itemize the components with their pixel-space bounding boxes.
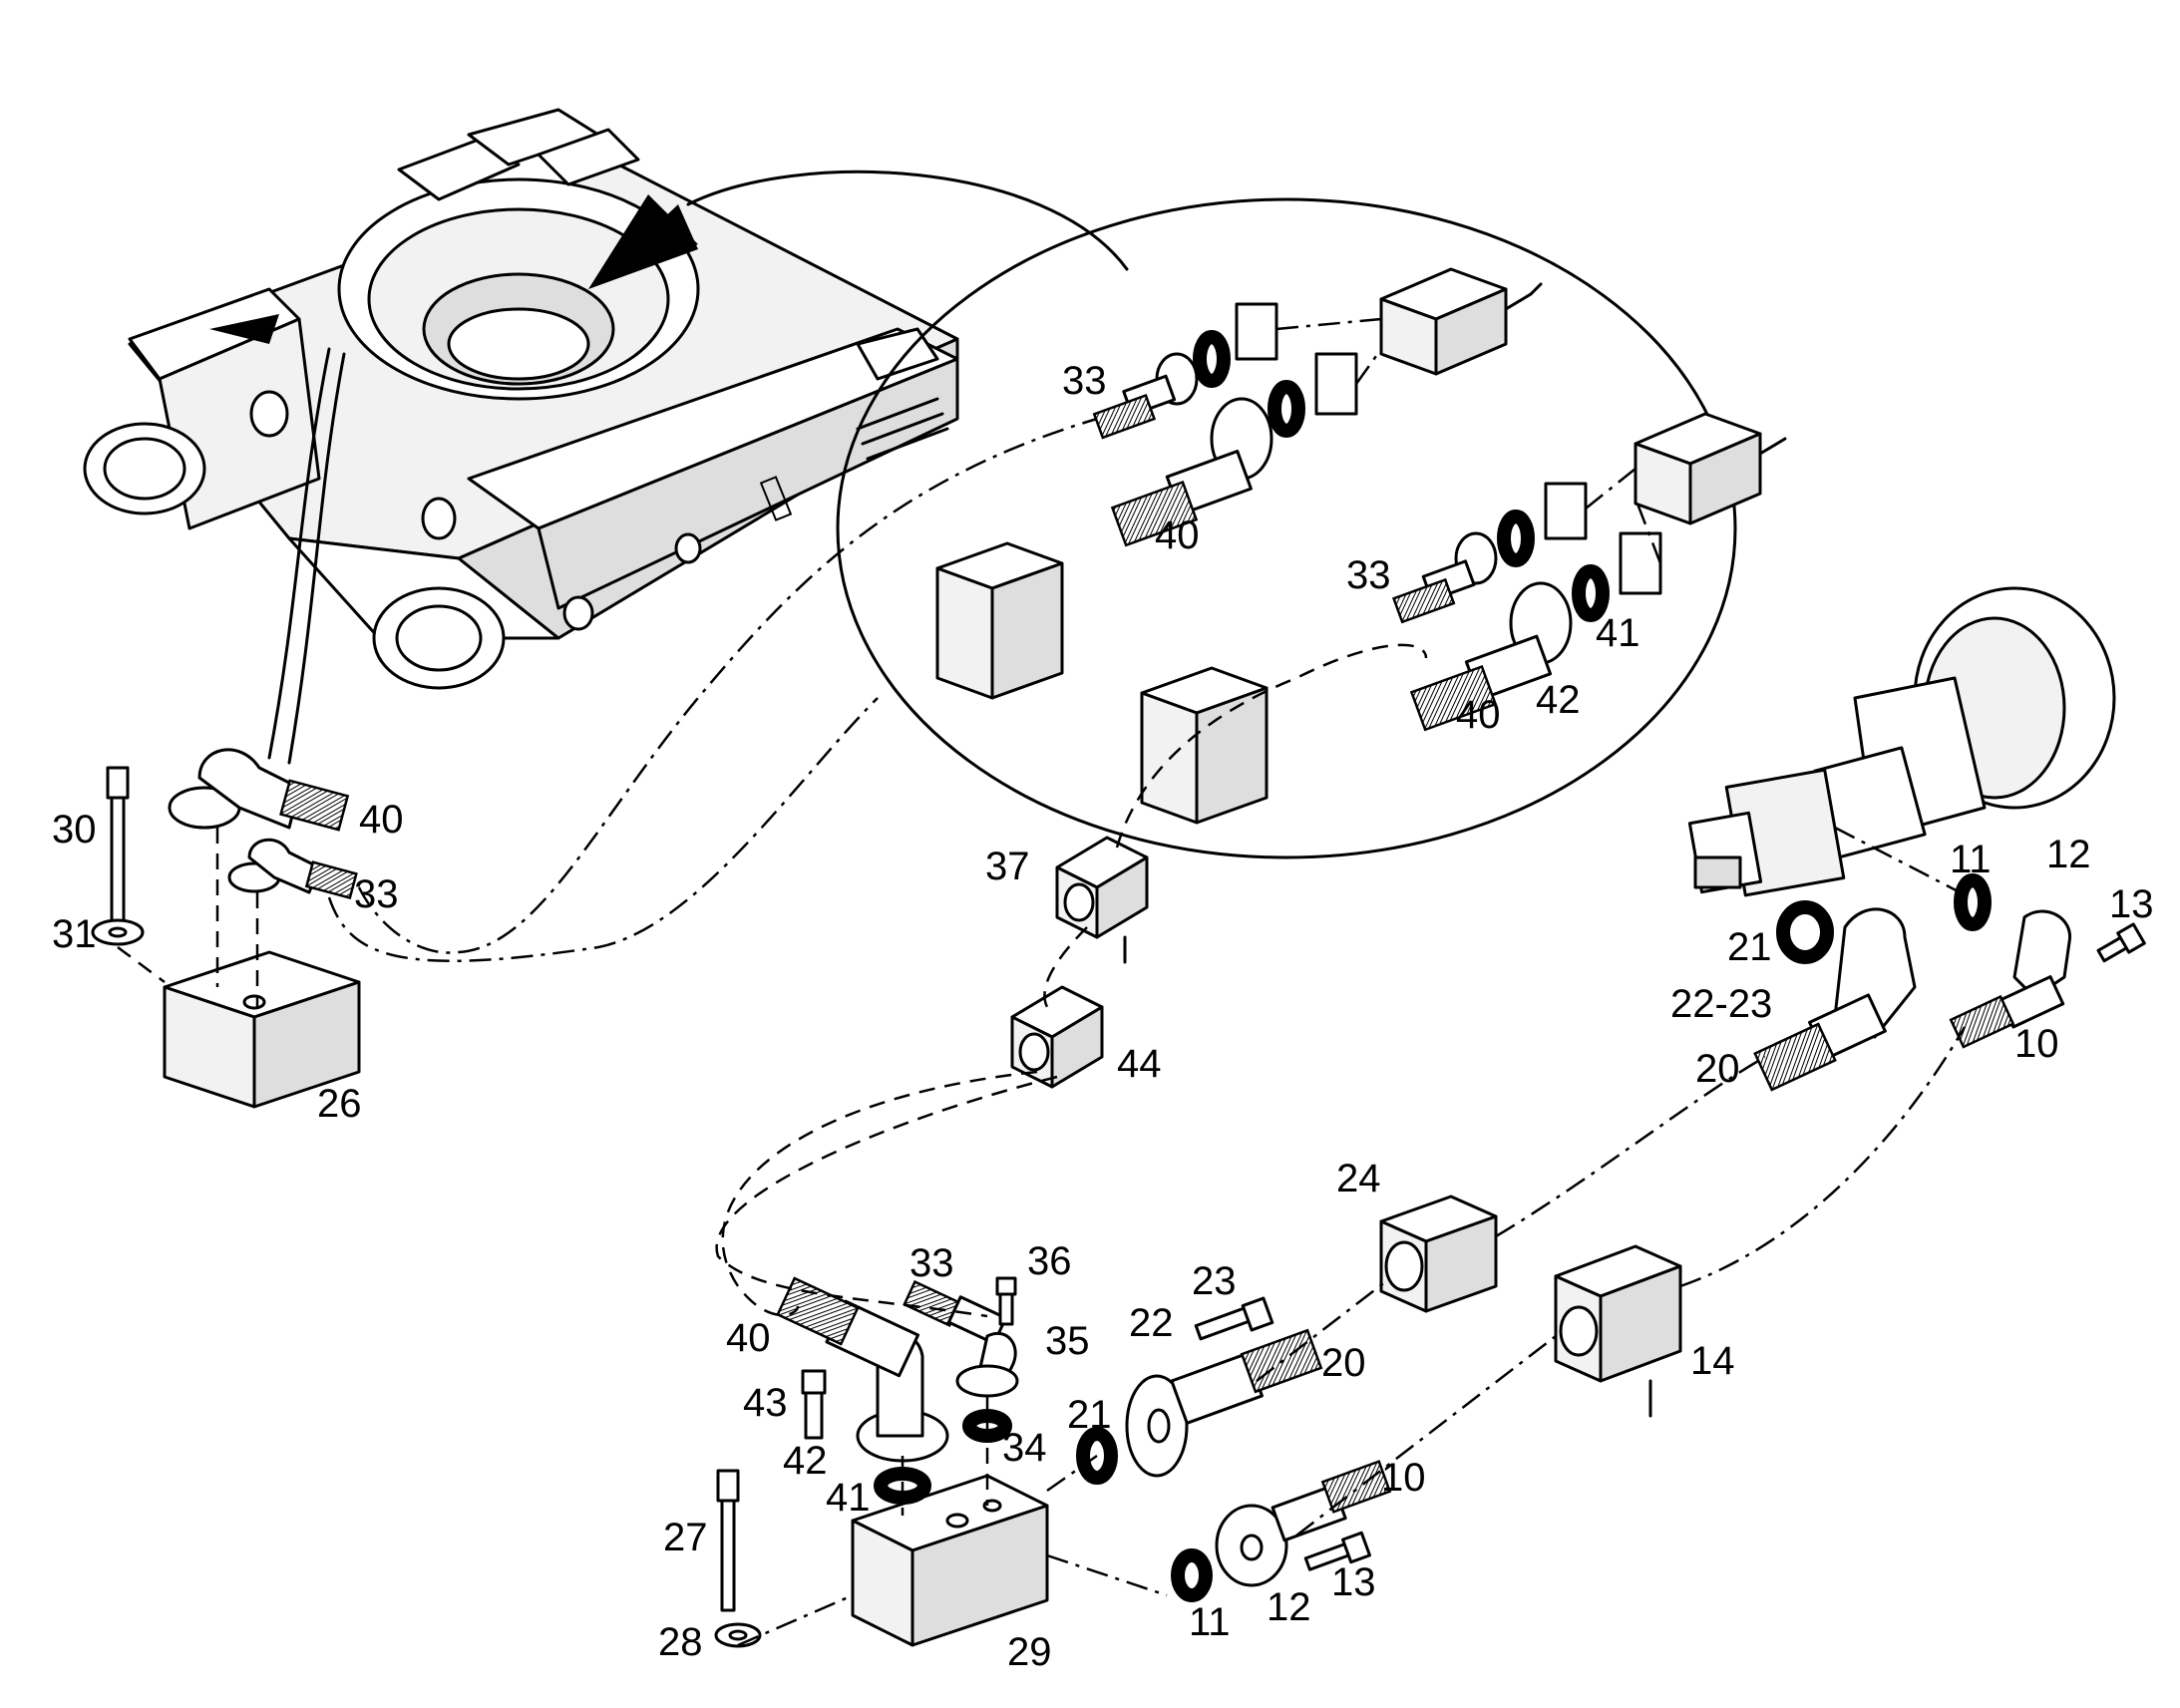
label-33: 33 xyxy=(1346,553,1391,597)
hose-10-bottom xyxy=(1271,1460,1392,1542)
label-20: 20 xyxy=(1321,1341,1366,1385)
label-42: 42 xyxy=(783,1439,828,1483)
elbow-hose-33-bottom xyxy=(903,1279,1019,1398)
label-40: 40 xyxy=(1155,513,1200,557)
label-13: 13 xyxy=(2109,882,2154,926)
label-12: 12 xyxy=(2046,833,2091,876)
hose-40-bottom xyxy=(776,1276,920,1378)
label-35: 35 xyxy=(1045,1319,1090,1363)
label-36: 36 xyxy=(1027,1239,1072,1283)
label-11: 11 xyxy=(1189,1600,1231,1644)
clamp-37 xyxy=(1055,836,1149,964)
label-26: 26 xyxy=(317,1082,362,1126)
label-33: 33 xyxy=(1062,359,1107,403)
label-21: 21 xyxy=(1727,925,1772,969)
label-13: 13 xyxy=(1331,1560,1376,1604)
bolt-23 xyxy=(1194,1296,1274,1341)
clamp-44 xyxy=(1010,985,1104,1089)
callout-arc xyxy=(686,170,1129,271)
clamp-14 xyxy=(1554,1244,1682,1418)
label-22-23: 22-23 xyxy=(1670,982,1772,1026)
label-12: 12 xyxy=(1267,1585,1311,1629)
seal-ring-21-right xyxy=(1776,900,1834,964)
triangle-arrow-icon xyxy=(209,314,279,344)
label-11: 11 xyxy=(1950,838,1992,881)
bolt-43 xyxy=(801,1369,827,1440)
valve-block-26 xyxy=(163,950,361,1109)
seal-ring-21-bottom xyxy=(1076,1427,1118,1485)
undercarriage-frame xyxy=(83,108,959,765)
clamp-24 xyxy=(1379,1195,1498,1313)
label-30: 30 xyxy=(52,808,97,852)
elbow-hose-40 xyxy=(168,748,350,832)
travel-drive-motor xyxy=(1687,586,2116,897)
label-33: 33 xyxy=(909,1241,954,1285)
label-40: 40 xyxy=(726,1316,771,1360)
label-33: 33 xyxy=(354,872,399,916)
label-10: 10 xyxy=(1381,1456,1426,1500)
detail-callout-ellipse xyxy=(836,197,1737,859)
label-22: 22 xyxy=(1129,1301,1174,1345)
valve-block-29 xyxy=(851,1474,1049,1647)
label-23: 23 xyxy=(1192,1259,1237,1303)
label-28: 28 xyxy=(658,1620,703,1664)
bolt-27 xyxy=(716,1469,740,1612)
seal-ring-11-bottom xyxy=(1171,1548,1213,1602)
label-40: 40 xyxy=(1456,693,1501,737)
flange-hose-22-23 xyxy=(1753,907,1917,1092)
label-42: 42 xyxy=(1536,678,1581,722)
label-41: 41 xyxy=(826,1476,871,1520)
bolt-36 xyxy=(995,1276,1017,1326)
elbow-hose-33 xyxy=(227,838,358,900)
routing-lines xyxy=(327,417,1971,1647)
flange-22 xyxy=(1125,1374,1189,1478)
bolt-13-bottom xyxy=(1303,1531,1372,1571)
label-14: 14 xyxy=(1690,1339,1735,1383)
label-27: 27 xyxy=(663,1516,708,1559)
elbow-hose-10-right xyxy=(1949,909,2071,1049)
label-44: 44 xyxy=(1117,1042,1162,1086)
detail-contents xyxy=(935,267,1787,825)
seal-ring-11-right xyxy=(1954,873,1992,931)
label-40: 40 xyxy=(359,798,404,842)
label-20: 20 xyxy=(1695,1047,1740,1091)
label-29: 29 xyxy=(1007,1630,1052,1674)
bolt-30 xyxy=(91,766,145,946)
label-21: 21 xyxy=(1067,1393,1112,1437)
label-10: 10 xyxy=(2014,1022,2059,1066)
label-34: 34 xyxy=(1002,1426,1047,1470)
label-37: 37 xyxy=(985,845,1030,888)
label-43: 43 xyxy=(743,1381,788,1425)
label-24: 24 xyxy=(1336,1157,1381,1200)
label-31: 31 xyxy=(52,912,97,956)
hose-20-bottom xyxy=(1170,1328,1323,1425)
label-41: 41 xyxy=(1596,611,1640,655)
flange-12 xyxy=(1215,1504,1288,1587)
part-labels: 33 40 33 41 42 40 30 40 33 31 26 37 44 1… xyxy=(52,359,2154,1674)
bolt-13-right xyxy=(2096,922,2146,963)
